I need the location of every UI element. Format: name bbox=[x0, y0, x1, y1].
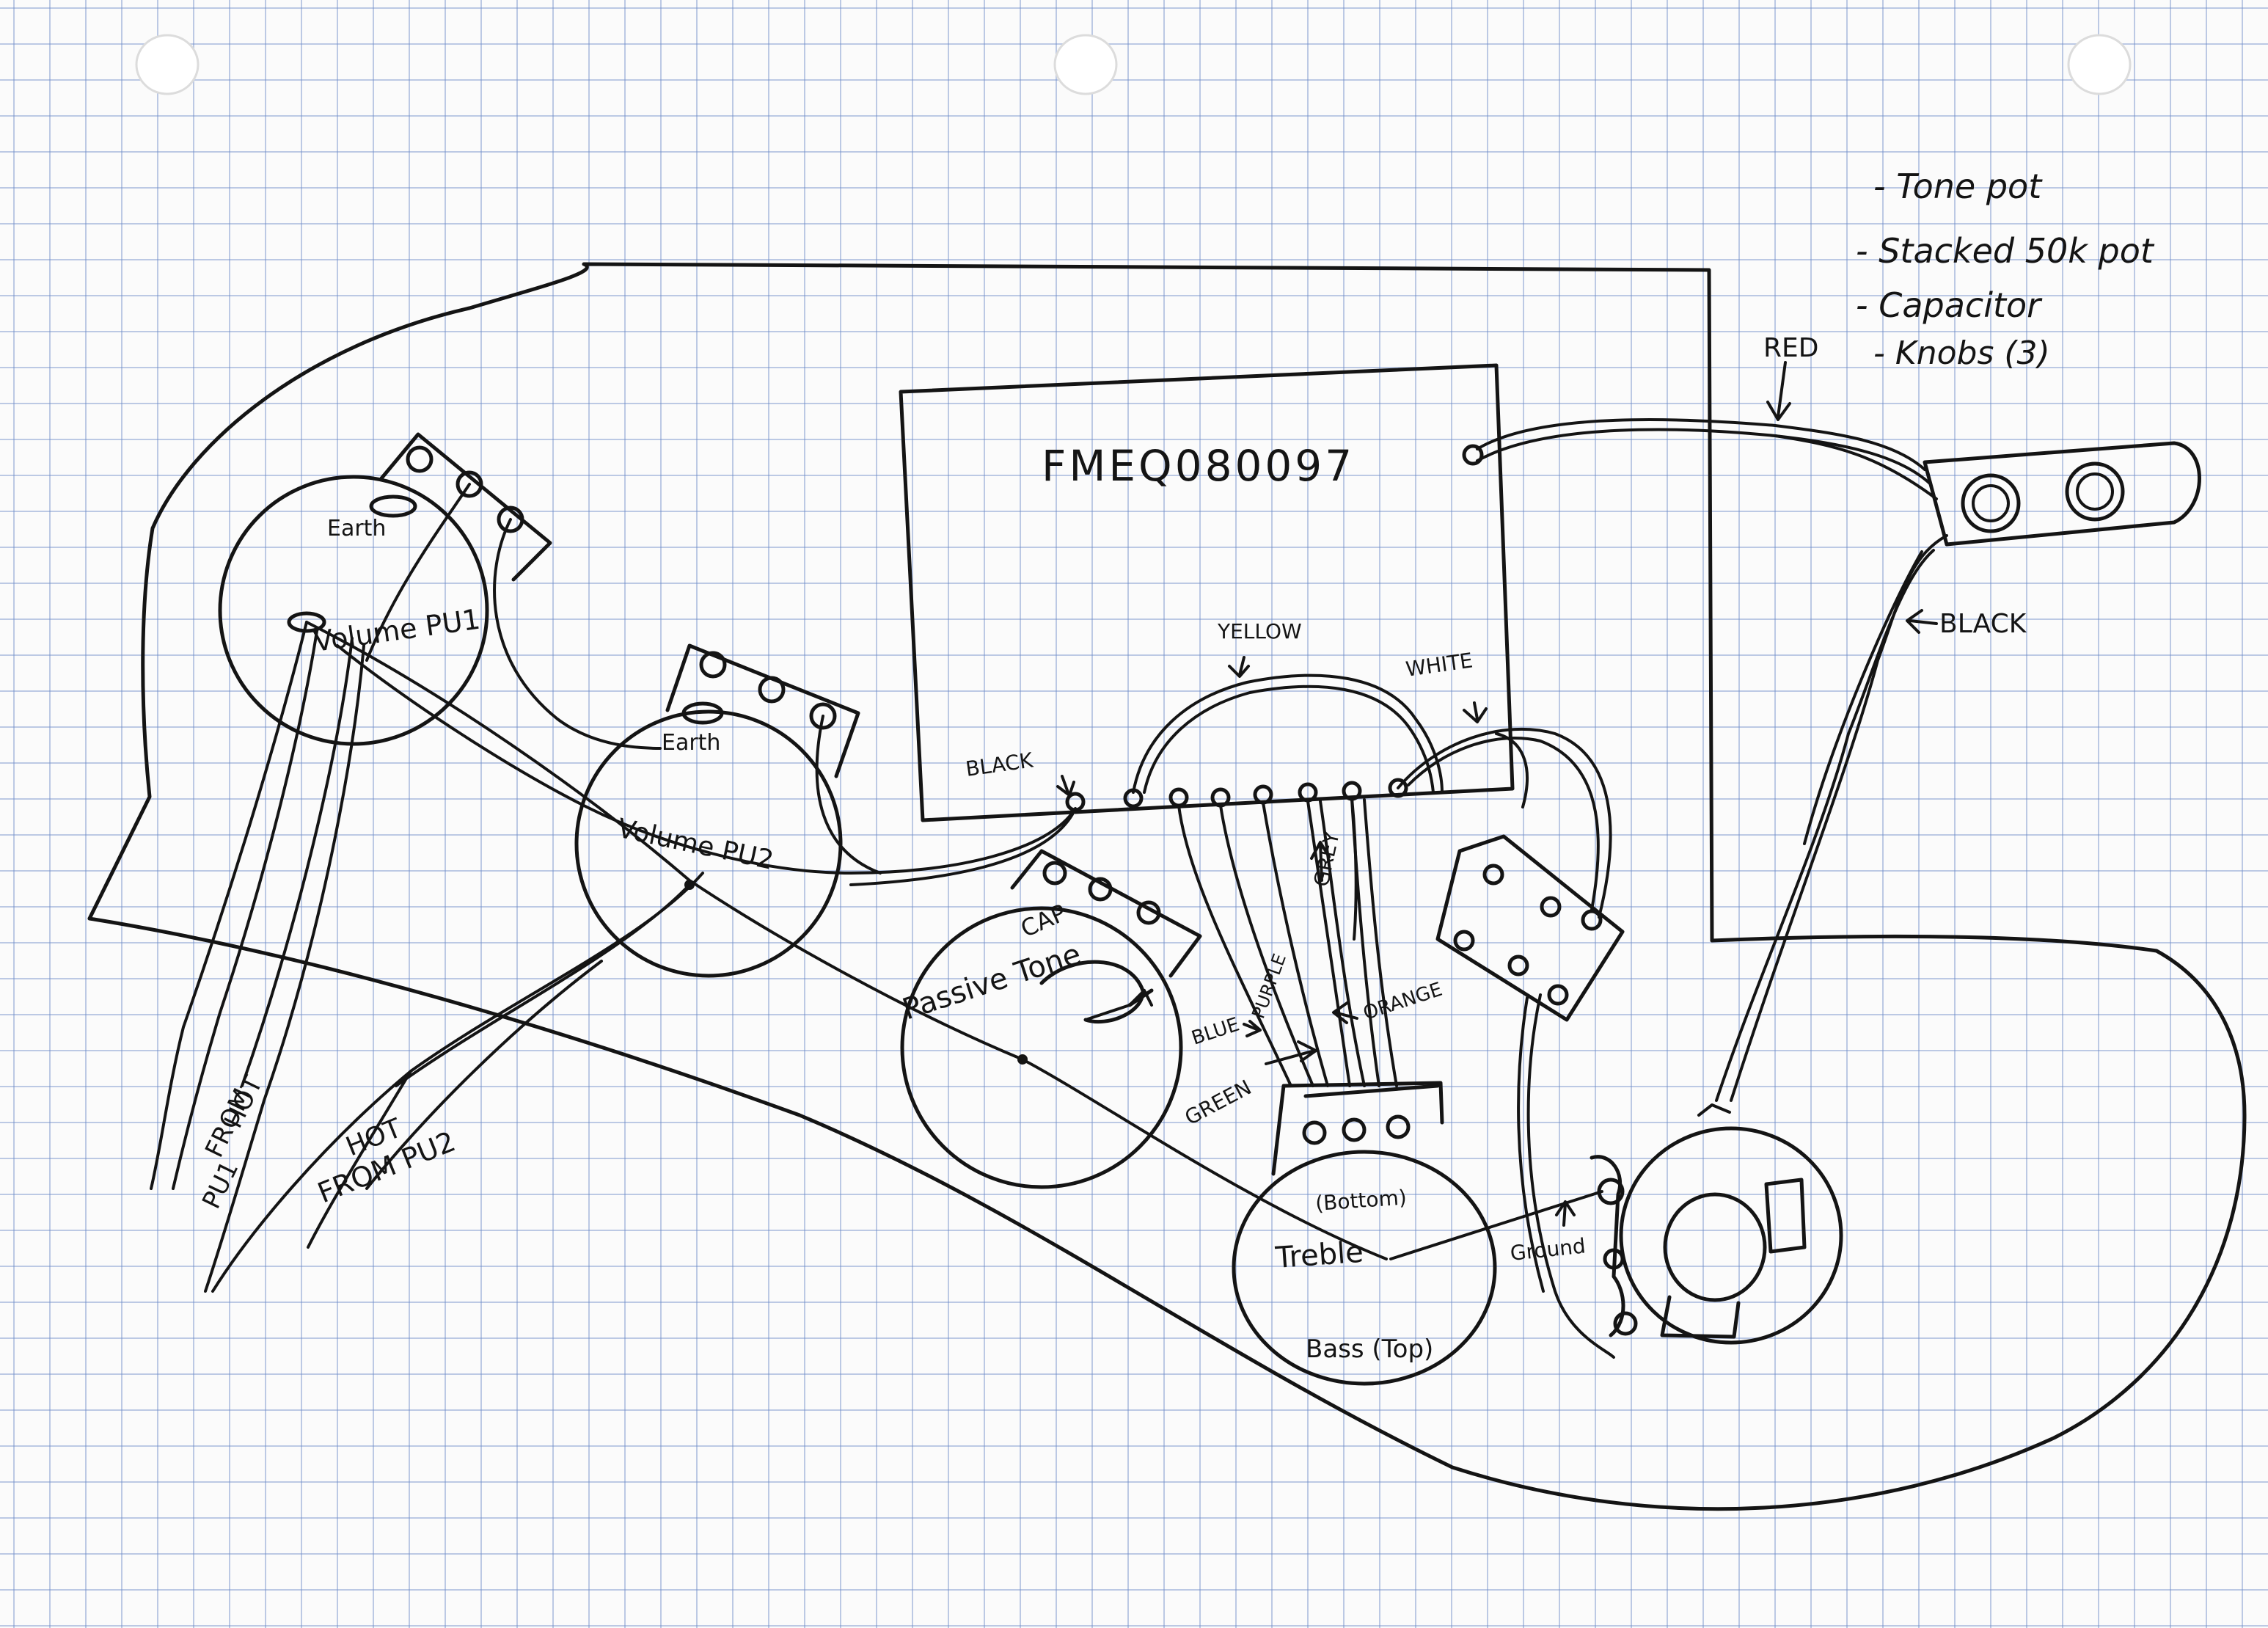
cavity-lower-outline bbox=[87, 916, 2247, 1511]
pot2-volume-label: Volume PU2 bbox=[615, 814, 776, 876]
eq-terminal-row bbox=[1065, 778, 1408, 812]
volume-pu2-pot: Earth Volume PU2 bbox=[574, 643, 860, 978]
eq-red-terminal bbox=[1462, 444, 1484, 466]
battery-clip bbox=[1923, 441, 2201, 547]
blue-wire-label: BLUE bbox=[1189, 1014, 1243, 1050]
selector-switch bbox=[1435, 834, 1625, 1022]
wires bbox=[150, 417, 1948, 1359]
black-battery-wire-label: BLACK bbox=[1939, 609, 2027, 639]
eq-module-outline bbox=[899, 363, 1515, 822]
white-wire-label: WHITE bbox=[1404, 648, 1474, 681]
green-wire-label: GREEN bbox=[1181, 1075, 1256, 1130]
punch-holes bbox=[135, 34, 2132, 95]
parts-list-item-1: - Tone pot bbox=[1873, 167, 2043, 206]
pot2-earth-label: Earth bbox=[662, 730, 720, 756]
red-wire-label: RED bbox=[1763, 333, 1818, 363]
bottom-label: (Bottom) bbox=[1314, 1185, 1408, 1216]
parts-list: - Tone pot - Stacked 50k pot - Capacitor… bbox=[1856, 167, 2155, 372]
purple-wire-label: PURPLE bbox=[1248, 951, 1290, 1021]
annotation-arrows bbox=[1056, 361, 1938, 1227]
orange-wire-label: ORANGE bbox=[1361, 979, 1445, 1025]
treble-label: Treble bbox=[1273, 1235, 1364, 1275]
volume-pu1-pot: Earth Volume PU1 bbox=[218, 432, 552, 746]
eq-module: FMEQ080097 bbox=[899, 363, 1515, 822]
yellow-wire-label: YELLOW bbox=[1217, 619, 1302, 643]
parts-list-item-3: - Capacitor bbox=[1856, 285, 2043, 325]
output-jack bbox=[1590, 1103, 1843, 1345]
pot1-volume-label: Volume PU1 bbox=[312, 603, 482, 658]
ground-label: Ground bbox=[1509, 1233, 1587, 1266]
cavity-upper-outline bbox=[87, 262, 1714, 943]
cavity-outline bbox=[87, 262, 2247, 1511]
cap-label: CAP bbox=[1017, 899, 1070, 943]
stacked-treble-bass-pot: (Bottom) Treble Bass (Top) bbox=[1232, 1081, 1497, 1386]
black-module-wire-label: BLACK bbox=[964, 748, 1034, 781]
parts-list-item-2: - Stacked 50k pot bbox=[1856, 231, 2155, 271]
pot1-earth-label: Earth bbox=[327, 516, 386, 541]
passive-tone-label: Passive Tone bbox=[899, 938, 1086, 1027]
eq-module-label: FMEQ080097 bbox=[1042, 441, 1355, 491]
bass-label: Bass (Top) bbox=[1306, 1335, 1433, 1364]
parts-list-item-4: - Knobs (3) bbox=[1873, 335, 2050, 372]
